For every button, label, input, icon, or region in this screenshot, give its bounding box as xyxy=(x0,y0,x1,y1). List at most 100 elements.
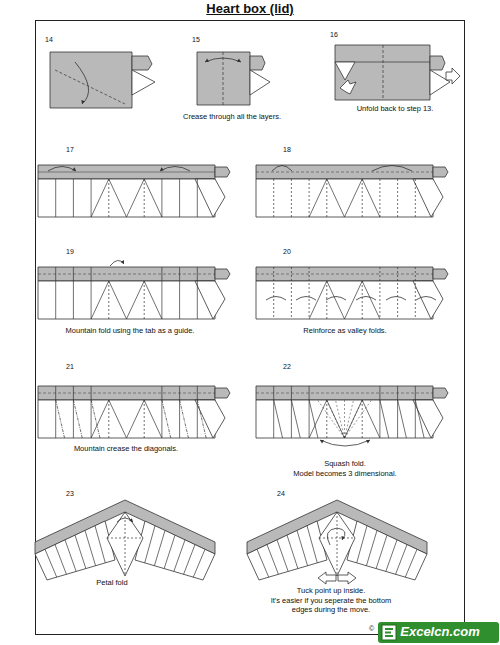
paper-band xyxy=(256,386,433,400)
fold-line xyxy=(55,179,56,217)
fold-line xyxy=(277,540,288,572)
fold-line xyxy=(256,172,433,173)
separate-arrow xyxy=(318,572,336,584)
fold-line xyxy=(327,400,345,438)
fold-line xyxy=(307,526,317,563)
fold-line xyxy=(379,267,380,319)
paper-wing xyxy=(35,521,115,580)
fold-line xyxy=(345,400,372,438)
fold-line xyxy=(291,386,292,438)
tab-point xyxy=(413,400,443,438)
tab xyxy=(250,56,265,70)
fold-line xyxy=(179,267,180,319)
fold-arrow xyxy=(320,440,370,446)
fold-line xyxy=(318,400,345,438)
fold-line xyxy=(291,179,292,217)
fold-line xyxy=(319,538,355,539)
fold-line xyxy=(309,267,310,319)
fold-line xyxy=(95,526,105,563)
fold-line xyxy=(362,281,363,319)
arrow-head xyxy=(366,440,370,443)
step-caption: Mountain fold using the tab as a guide. xyxy=(66,326,195,335)
step-number: 22 xyxy=(283,363,291,372)
arrow-head xyxy=(72,167,76,171)
fold-arrow xyxy=(160,167,190,172)
arrow-head xyxy=(81,100,85,104)
fold-line xyxy=(309,386,310,438)
step-number: 15 xyxy=(192,36,200,45)
fold-line xyxy=(362,400,380,438)
fold-line xyxy=(274,400,283,438)
fold-line xyxy=(75,535,86,568)
fold-line xyxy=(256,274,433,275)
fold-line xyxy=(144,179,145,217)
step-caption: Reinforce as valley folds. xyxy=(303,326,386,335)
fold-line xyxy=(91,386,92,438)
unfold-flap xyxy=(335,62,355,80)
fold-line xyxy=(127,179,145,217)
step-caption: It's easier if you seperate the bottom e… xyxy=(261,596,401,615)
paper-band xyxy=(38,386,215,400)
fold-line xyxy=(179,179,180,217)
tab-point xyxy=(250,70,270,95)
center-point xyxy=(319,512,355,576)
fold-line xyxy=(91,267,92,319)
fold-line xyxy=(55,70,125,104)
fold-line xyxy=(144,400,162,438)
arrow-head xyxy=(121,260,124,264)
step-number: © xyxy=(369,625,374,634)
step-number: 19 xyxy=(66,248,74,257)
fold-line xyxy=(73,179,74,217)
fold-line xyxy=(287,535,298,568)
watermark: Excelcn.com xyxy=(400,624,480,640)
fold-line xyxy=(415,386,416,438)
fold-line xyxy=(362,400,363,438)
tab-point xyxy=(413,281,443,319)
fold-line xyxy=(174,540,185,572)
fold-line xyxy=(376,535,387,568)
fold-line xyxy=(397,179,398,217)
fold-line xyxy=(144,281,162,319)
fold-line xyxy=(91,179,109,217)
fold-line xyxy=(326,179,327,217)
fold-arrow xyxy=(117,518,133,522)
step-caption: Tuck point up inside. xyxy=(297,586,366,595)
step-number: 14 xyxy=(45,36,53,45)
fold-line xyxy=(273,386,274,438)
tab xyxy=(215,167,230,177)
fold-line xyxy=(108,179,109,217)
fold-line xyxy=(45,549,57,577)
fold-line xyxy=(397,386,398,438)
fold-line xyxy=(405,549,417,577)
fold-line xyxy=(91,281,109,319)
paper-band xyxy=(256,267,433,281)
paper-strip xyxy=(38,400,215,438)
step-number: 24 xyxy=(277,490,285,499)
step-caption: Unfold back to step 13. xyxy=(357,104,434,113)
fold-line xyxy=(366,530,377,565)
fold-line xyxy=(38,274,215,275)
fold-line xyxy=(345,400,363,438)
tab xyxy=(433,167,448,177)
fold-line xyxy=(415,267,416,319)
paper-band xyxy=(38,165,215,179)
fold-line xyxy=(197,386,198,438)
tab-point xyxy=(413,179,443,217)
fold-arrow xyxy=(75,62,89,104)
fold-line xyxy=(345,281,363,319)
unfold-arrow xyxy=(446,68,460,84)
fold-line xyxy=(109,179,127,217)
arrow-head xyxy=(205,59,209,62)
tab-point xyxy=(195,400,225,438)
fold-line xyxy=(125,512,126,576)
fold-arrow xyxy=(356,297,376,301)
tab xyxy=(433,388,448,398)
fold-line xyxy=(154,530,165,565)
arrow-head xyxy=(341,536,345,540)
arrow-head xyxy=(237,59,241,62)
fold-line xyxy=(380,400,389,438)
fold-line xyxy=(38,393,215,394)
fold-line xyxy=(327,281,345,319)
step-caption: Crease through all the layers. xyxy=(183,112,281,121)
paper-band xyxy=(38,267,215,281)
